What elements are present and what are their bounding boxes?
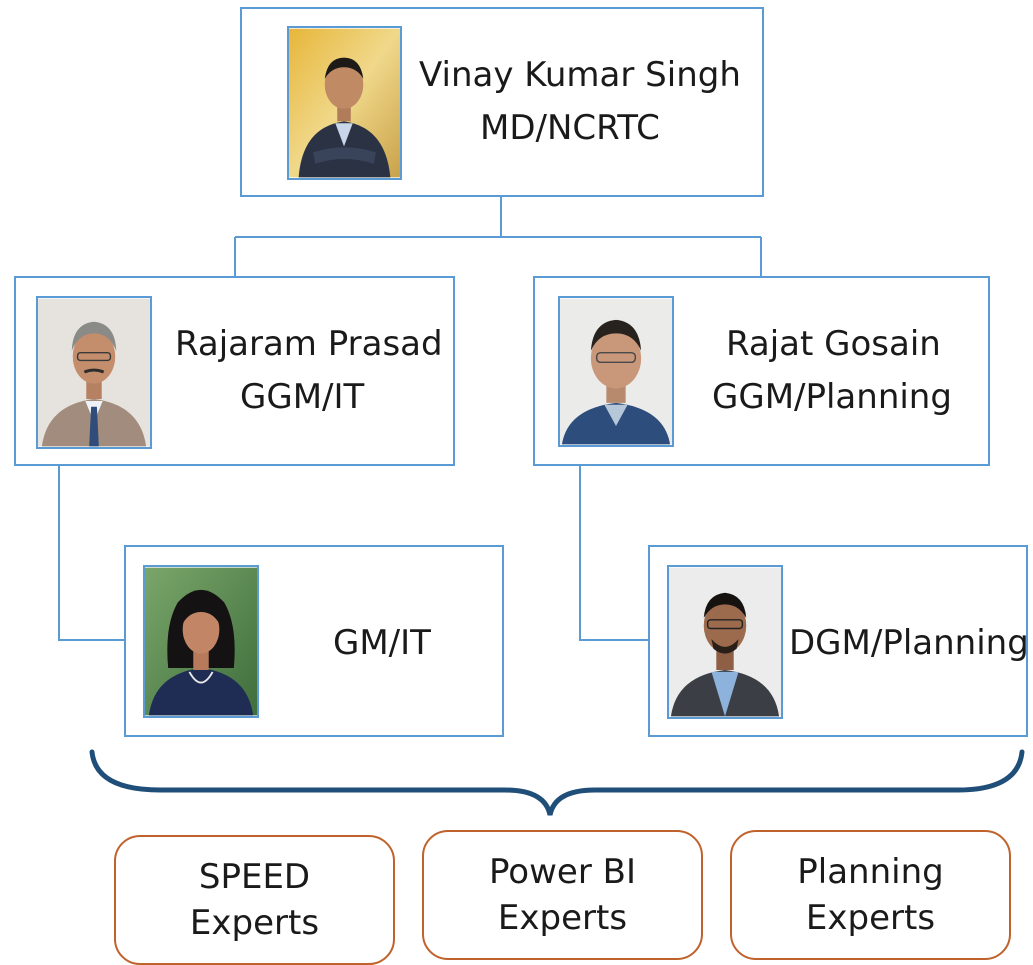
expert-group-speed-line1: SPEED xyxy=(198,857,311,897)
org-card-gm-it: GM/IT xyxy=(124,545,504,737)
expert-group-speed: SPEED Experts xyxy=(114,835,395,965)
expert-group-planning-line2: Experts xyxy=(805,898,936,938)
org-card-md: Vinay Kumar Singh MD/NCRTC xyxy=(240,7,764,197)
expert-group-planning-line1: Planning xyxy=(797,852,944,892)
portrait-photo-ggm-planning xyxy=(558,296,674,447)
portrait-photo-dgm-planning xyxy=(667,565,783,719)
expert-group-powerbi-line2: Experts xyxy=(497,898,628,938)
org-card-ggm-planning: Rajat Gosain GGM/Planning xyxy=(533,276,990,466)
expert-group-powerbi: Power BI Experts xyxy=(422,830,703,960)
dgm-planning-role: DGM/Planning xyxy=(789,623,1029,663)
ggm-it-name: Rajaram Prasad xyxy=(175,324,443,364)
portrait-photo-gm-it xyxy=(143,565,259,718)
portrait-photo-ggm-it xyxy=(36,296,152,449)
portrait-photo-md xyxy=(287,26,402,180)
ggm-it-role: GGM/IT xyxy=(240,377,365,417)
org-card-dgm-planning: DGM/Planning xyxy=(648,545,1029,737)
ggm-planning-role: GGM/Planning xyxy=(712,377,952,417)
org-card-ggm-it: Rajaram Prasad GGM/IT xyxy=(14,276,455,466)
expert-group-planning: Planning Experts xyxy=(730,830,1011,960)
expert-group-powerbi-line1: Power BI xyxy=(489,852,636,892)
group-brace xyxy=(89,749,1025,816)
expert-group-speed-line2: Experts xyxy=(189,903,320,943)
gm-it-role: GM/IT xyxy=(333,623,431,663)
ggm-planning-name: Rajat Gosain xyxy=(726,324,941,364)
md-name: Vinay Kumar Singh xyxy=(419,55,741,95)
md-role: MD/NCRTC xyxy=(480,108,660,148)
